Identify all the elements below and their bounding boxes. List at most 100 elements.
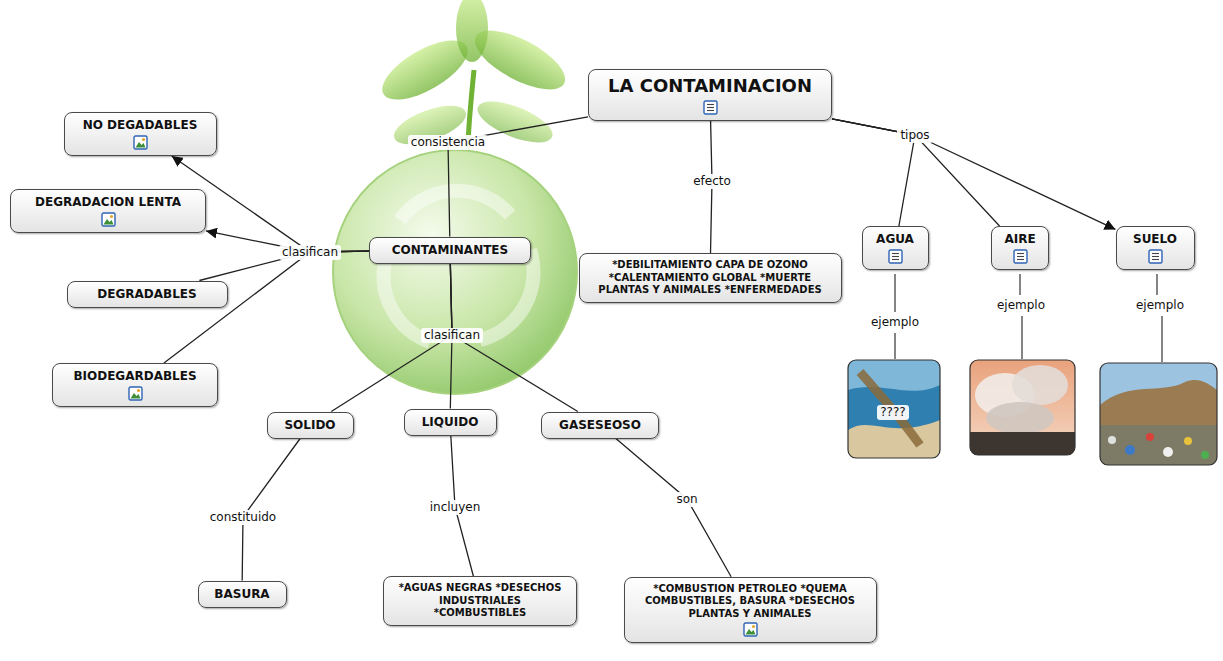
icon-line — [892, 253, 899, 254]
leader-line — [1019, 274, 1020, 295]
icon-line — [1017, 259, 1024, 260]
photo-sky — [848, 360, 940, 458]
node-text: SUELO — [1126, 232, 1185, 247]
concept-box: BIODEGARDABLES — [52, 363, 218, 407]
main-topic: LA CONTAMINACION — [588, 69, 832, 121]
concept-box: SUELO — [1116, 226, 1195, 270]
photo-sea — [848, 385, 940, 458]
topic-icon — [1148, 249, 1163, 264]
icon-landscape — [745, 629, 755, 635]
photo-smoke — [986, 402, 1054, 434]
linking-phrase: tipos — [897, 128, 932, 143]
topic-icon — [743, 622, 758, 637]
concept-box: LIQUIDO — [404, 409, 497, 436]
icon-frame — [744, 623, 757, 636]
icon-line — [1152, 253, 1159, 254]
node-text: *DEBILITAMIENTO CAPA DE OZONO *CALENTAMI… — [589, 259, 832, 297]
concept-box: GASESEOSO — [541, 412, 659, 439]
topic-icon — [101, 212, 116, 227]
icon-line — [1017, 256, 1024, 257]
sprout-leaf — [456, 0, 488, 62]
icon-frame — [889, 250, 902, 263]
node-text: LA CONTAMINACION — [598, 75, 822, 98]
photo-trash — [1163, 447, 1173, 457]
globe — [333, 150, 577, 394]
node-text: GASESEOSO — [551, 418, 649, 433]
linking-phrase: son — [673, 492, 700, 507]
photo-frame — [848, 360, 940, 458]
node-text: SOLIDO — [277, 418, 344, 433]
concept-box: NO DEGADABLES — [64, 112, 217, 156]
icon-frame — [704, 101, 717, 114]
icon-line — [1017, 253, 1024, 254]
landfill-photo — [1100, 363, 1217, 465]
connector — [832, 119, 1000, 226]
node-text: DEGRADACION LENTA — [20, 195, 196, 210]
photo-trash — [1108, 436, 1116, 444]
photo-ground — [970, 432, 1075, 455]
icon-line — [1152, 259, 1159, 260]
photo-smoke — [1012, 365, 1068, 405]
recycle-arrow — [480, 250, 534, 340]
icon-frame — [1014, 250, 1027, 263]
photo-hills — [1100, 380, 1217, 465]
concept-box: BASURA — [198, 581, 287, 608]
topic-icon — [128, 386, 143, 401]
photo-trash — [1184, 437, 1192, 445]
photo-frame — [970, 360, 1075, 455]
linking-phrase: clasifican — [279, 245, 341, 260]
icon-line — [892, 259, 899, 260]
node-text: BIODEGARDABLES — [62, 369, 208, 384]
smoke-photo — [970, 360, 1075, 455]
linking-phrase: ejemplo — [994, 298, 1048, 313]
icon-line — [707, 110, 714, 111]
linking-phrase: incluyen — [427, 500, 484, 515]
icon-frame — [1149, 250, 1162, 263]
list-box: *COMBUSTION PETROLEO *QUEMA COMBUSTIBLES… — [624, 577, 877, 644]
icon-line — [1152, 256, 1159, 257]
leader-line — [894, 333, 895, 359]
recycle-arrow — [400, 191, 510, 220]
photo-trash — [1125, 445, 1135, 455]
node-text: BASURA — [208, 587, 277, 602]
concept-box: AGUA — [862, 226, 929, 270]
photo-trash — [1146, 433, 1154, 441]
topic-icon — [888, 249, 903, 264]
concept-box: DEGRADACION LENTA — [10, 189, 206, 233]
node-text: *COMBUSTION PETROLEO *QUEMA COMBUSTIBLES… — [634, 583, 867, 621]
linking-phrase: ejemplo — [1133, 298, 1187, 313]
leader-line — [1161, 316, 1162, 362]
linking-phrase: efecto — [690, 174, 734, 189]
image-caption: ???? — [877, 405, 908, 420]
connector — [616, 439, 731, 577]
icon-landscape — [130, 393, 140, 399]
connector — [832, 119, 1116, 230]
icon-landscape — [135, 142, 145, 148]
node-text: CONTAMINANTES — [379, 243, 521, 258]
leader-line — [1021, 316, 1022, 359]
effects-box: *DEBILITAMIENTO CAPA DE OZONO *CALENTAMI… — [579, 253, 842, 303]
topic-icon — [1013, 249, 1028, 264]
icon-line — [707, 104, 714, 105]
concept-box: CONTAMINANTES — [369, 237, 531, 264]
icon-line — [892, 256, 899, 257]
icon-landscape — [103, 219, 113, 225]
concept-box: AIRE — [991, 226, 1049, 270]
photo-sky — [1100, 363, 1217, 465]
photo-discharge — [860, 372, 920, 445]
photo-sky — [970, 360, 1075, 455]
linking-phrase: ejemplo — [868, 315, 922, 330]
concept-box: DEGRADABLES — [67, 281, 228, 308]
list-box: *AGUAS NEGRAS *DESECHOS INDUSTRIALES *CO… — [383, 576, 577, 626]
node-text: AIRE — [1001, 232, 1039, 247]
icon-sun — [136, 389, 139, 392]
concept-box: SOLIDO — [267, 412, 354, 439]
photo-ground — [1100, 425, 1217, 465]
node-text: DEGRADABLES — [77, 287, 218, 302]
node-text: LIQUIDO — [414, 415, 487, 430]
icon-frame — [102, 213, 115, 226]
node-text: AGUA — [872, 232, 919, 247]
linking-phrase: clasifican — [421, 328, 483, 343]
